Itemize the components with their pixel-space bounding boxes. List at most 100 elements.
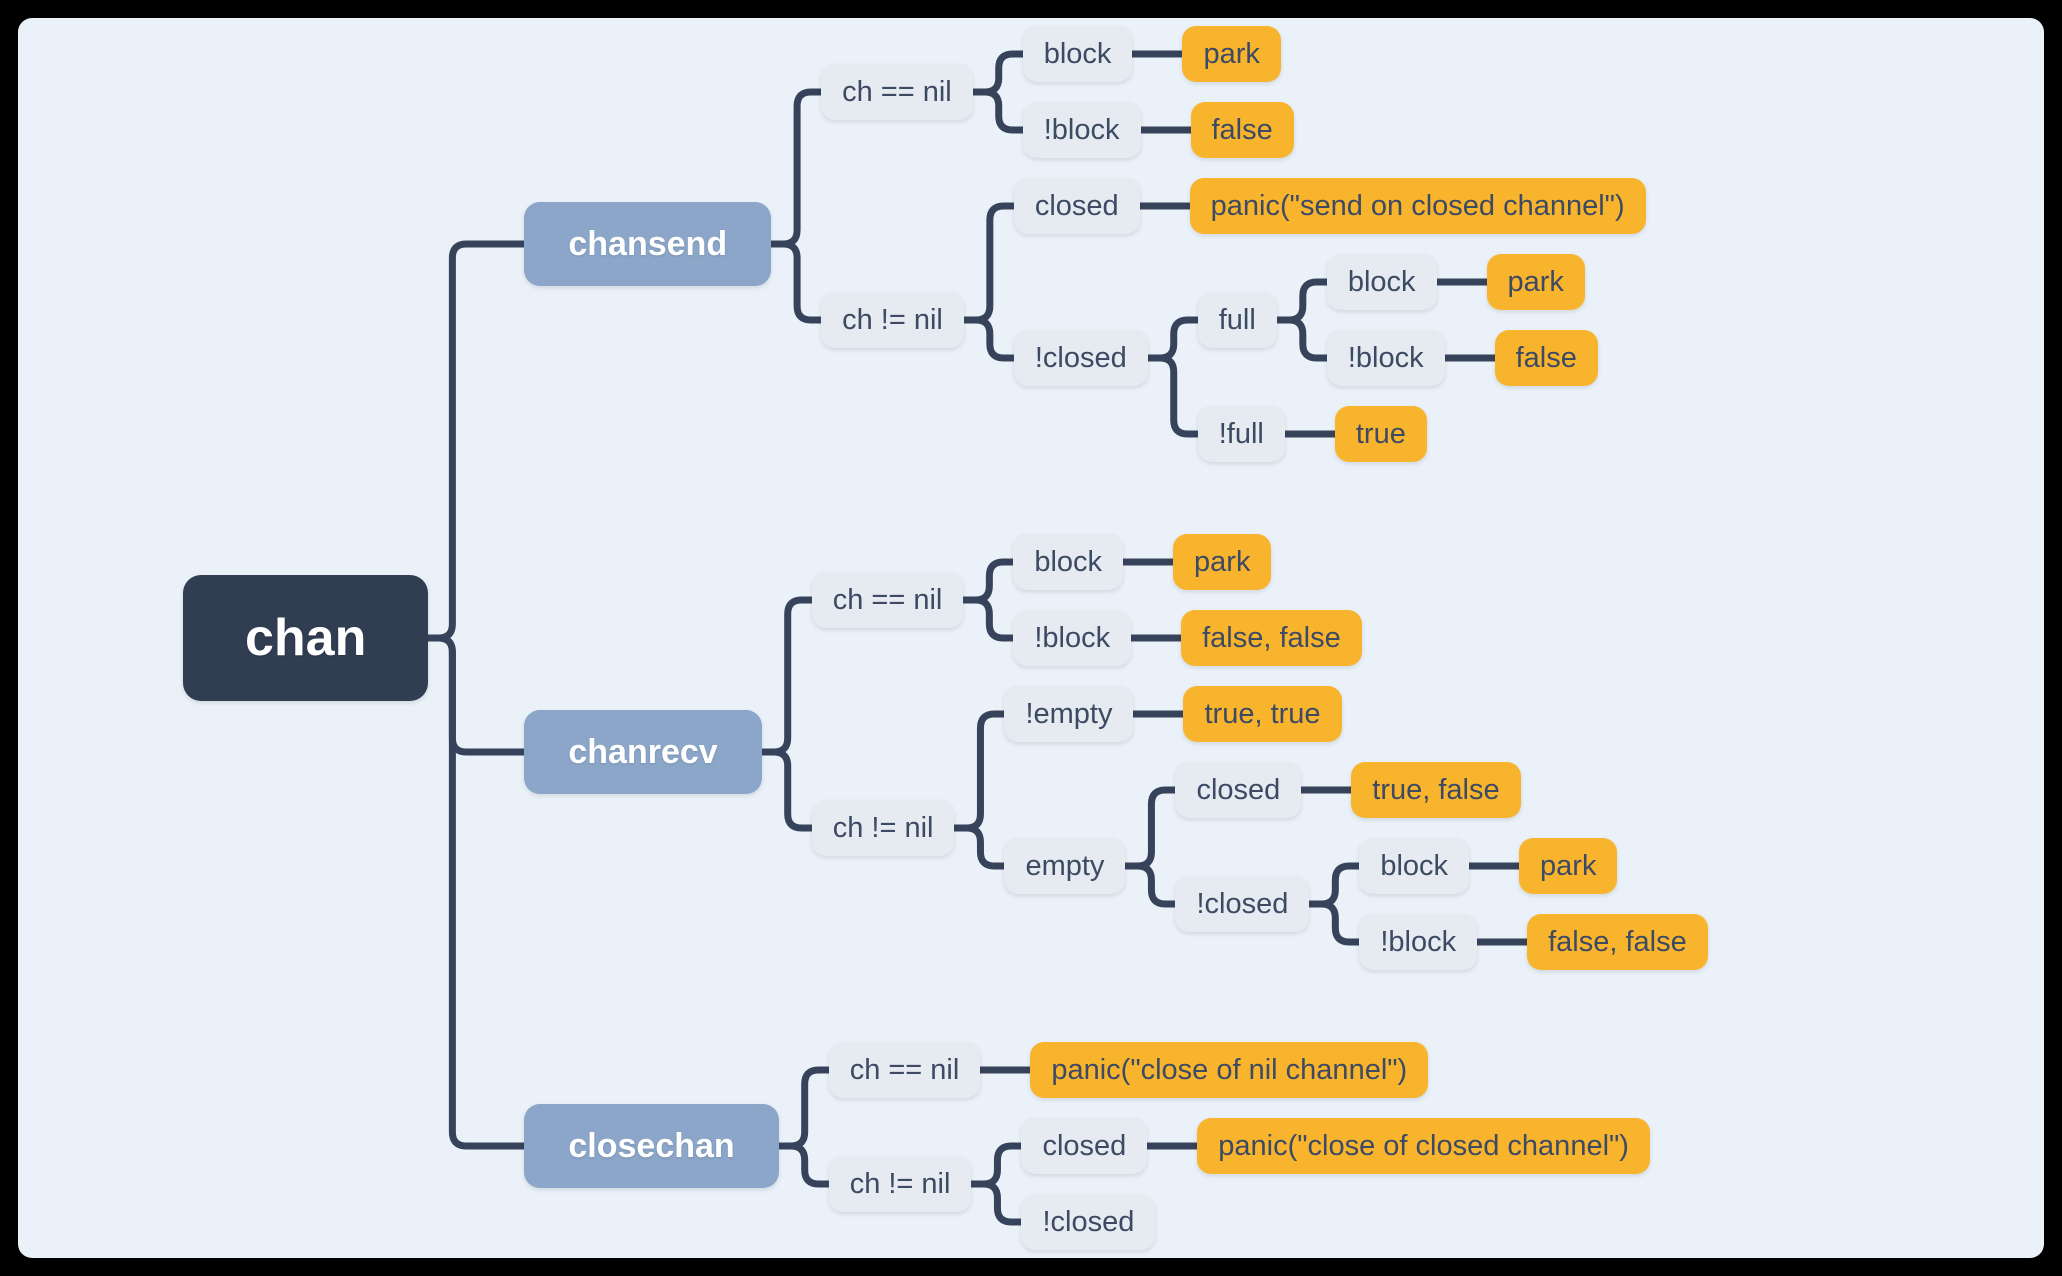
- node-chansend: chansend: [524, 202, 772, 286]
- node-false: false: [1190, 102, 1294, 158]
- subtree-true-true: true, true: [1183, 686, 1342, 742]
- subtree-park: park: [1486, 254, 1585, 310]
- children-container: panic("close of nil channel"): [1030, 1042, 1429, 1098]
- connector-line: [1302, 900, 1366, 946]
- node-closed: closed: [1021, 1118, 1148, 1174]
- subtree-ch-ne-nil: ch != nil !empty true, true empty closed true…: [811, 686, 1708, 970]
- node-empty: empty: [1004, 838, 1126, 894]
- children-container: true, true: [1183, 686, 1342, 742]
- node-not-block: !block: [1359, 914, 1478, 970]
- node-not-closed: !closed: [1013, 330, 1148, 386]
- subtree-not-block: !block false, false: [1359, 914, 1708, 970]
- subtree-false-false: false, false: [1527, 914, 1708, 970]
- children-container: ch == nil block park !block false ch != nil cl…: [821, 26, 1646, 462]
- connector-line: [957, 316, 1021, 362]
- subtree-chan: chan chansend ch == nil block park !block fals…: [183, 26, 1708, 1250]
- mindmap-tree: chan chansend ch == nil block park !block fals…: [18, 18, 2044, 1258]
- children-container: false: [1190, 102, 1294, 158]
- children-container: panic("close of closed channel"): [1197, 1118, 1650, 1174]
- children-container: true, false: [1351, 762, 1521, 818]
- node-panic-send-on-closed-channel: panic("send on closed channel"): [1189, 178, 1646, 234]
- connector-line: [956, 596, 1020, 642]
- subtree-empty: empty closed true, false !closed block park !b…: [1004, 762, 1708, 970]
- subtree-true-false: true, false: [1351, 762, 1521, 818]
- children-container: park: [1486, 254, 1585, 310]
- node-true-true: true, true: [1183, 686, 1342, 742]
- children-container: closed true, false !closed block park !block f…: [1175, 762, 1708, 970]
- connector-line: [764, 240, 828, 324]
- subtree-ch-eq-nil: ch == nil block park !block false, false: [811, 534, 1708, 666]
- node-ch-ne-nil: ch != nil: [828, 1156, 972, 1212]
- node-block: block: [1013, 534, 1124, 590]
- node-park: park: [1182, 26, 1281, 82]
- children-container: true: [1334, 406, 1427, 462]
- connector-line: [1141, 354, 1205, 438]
- subtree-false: false: [1190, 102, 1294, 158]
- connector-line: [755, 748, 819, 832]
- node-not-empty: !empty: [1004, 686, 1134, 742]
- subtree-park: park: [1182, 26, 1281, 82]
- node-park: park: [1519, 838, 1618, 894]
- subtree-not-block: !block false, false: [1013, 610, 1362, 666]
- children-container: park: [1173, 534, 1272, 590]
- connector-line: [964, 1180, 1028, 1226]
- subtree-panic-close-of-closed-channel: panic("close of closed channel"): [1197, 1118, 1650, 1174]
- subtree-false-false: false, false: [1181, 610, 1362, 666]
- node-false-false: false, false: [1527, 914, 1708, 970]
- children-container: park: [1182, 26, 1281, 82]
- children-container: panic("send on closed channel"): [1189, 178, 1646, 234]
- node-ch-ne-nil: ch != nil: [811, 800, 955, 856]
- subtree-closed: closed true, false: [1175, 762, 1707, 818]
- node-not-block: !block: [1013, 610, 1132, 666]
- connector-line: [1270, 316, 1334, 362]
- node-park: park: [1486, 254, 1585, 310]
- children-container: block park !block false, false: [1359, 838, 1708, 970]
- node-chan: chan: [183, 575, 429, 701]
- node-not-closed: !closed: [1175, 876, 1310, 932]
- subtree-park: park: [1173, 534, 1272, 590]
- node-ch-ne-nil: ch != nil: [821, 292, 964, 348]
- node-park: park: [1173, 534, 1272, 590]
- node-panic-close-of-nil-channel: panic("close of nil channel"): [1030, 1042, 1429, 1098]
- node-closechan: closechan: [524, 1104, 779, 1188]
- children-container: false, false: [1527, 914, 1708, 970]
- children-container: false: [1494, 330, 1598, 386]
- node-true: true: [1334, 406, 1427, 462]
- children-container: park: [1519, 838, 1618, 894]
- connector-line: [966, 88, 1030, 134]
- node-block: block: [1022, 26, 1133, 82]
- children-container: !empty true, true empty closed true, false !c…: [1004, 686, 1708, 970]
- subtree-panic-send-on-closed-channel: panic("send on closed channel"): [1189, 178, 1646, 234]
- subtree-true: true: [1334, 406, 1427, 462]
- connector-line: [1118, 862, 1182, 908]
- node-ch-eq-nil: ch == nil: [811, 572, 964, 628]
- node-true-false: true, false: [1351, 762, 1521, 818]
- children-container: block park !block false, false: [1013, 534, 1362, 666]
- node-block: block: [1359, 838, 1470, 894]
- children-container: false, false: [1181, 610, 1362, 666]
- children-container: block park !block false: [1022, 26, 1294, 158]
- node-not-closed: !closed: [1021, 1194, 1156, 1250]
- node-false-false: false, false: [1181, 610, 1362, 666]
- node-not-block: !block: [1022, 102, 1141, 158]
- subtree-not-block: !block false: [1022, 102, 1294, 158]
- subtree-block: block park: [1013, 534, 1361, 590]
- subtree-block: block park: [1022, 26, 1294, 82]
- node-ch-eq-nil: ch == nil: [821, 64, 973, 120]
- subtree-not-empty: !empty true, true: [1004, 686, 1707, 742]
- node-closed: closed: [1175, 762, 1302, 818]
